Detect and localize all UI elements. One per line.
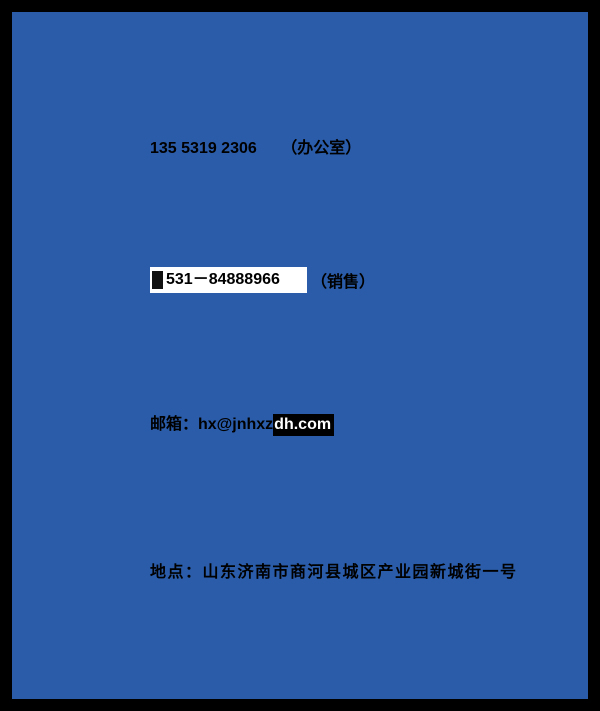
partial-character-artifact [152,271,163,289]
email-highlighted-text: dh.com [273,414,335,436]
address-text: 地点：山东济南市商河县城区产业园新城街一号 [150,564,518,581]
address-line: 地点：山东济南市商河县城区产业园新城街一号 [150,558,518,582]
sales-phone-highlight: 531－84888966 [150,267,307,293]
office-phone-label: （办公室） [281,140,362,157]
sales-phone-line: 531－84888966 （销售） [150,267,375,293]
email-line: 邮箱：hx@jnhxzdh.com [150,410,335,436]
sales-phone-number: 531－84888966 [166,271,280,288]
email-text: 邮箱：hx@jnhxz [150,416,274,433]
office-phone-number: 135 5319 2306 [150,140,257,157]
office-phone-line: 135 5319 2306 （办公室） [150,134,361,158]
sales-phone-label: （销售） [311,274,376,291]
page-background: 135 5319 2306 （办公室） 531－84888966 （销售） 邮箱… [12,12,588,699]
